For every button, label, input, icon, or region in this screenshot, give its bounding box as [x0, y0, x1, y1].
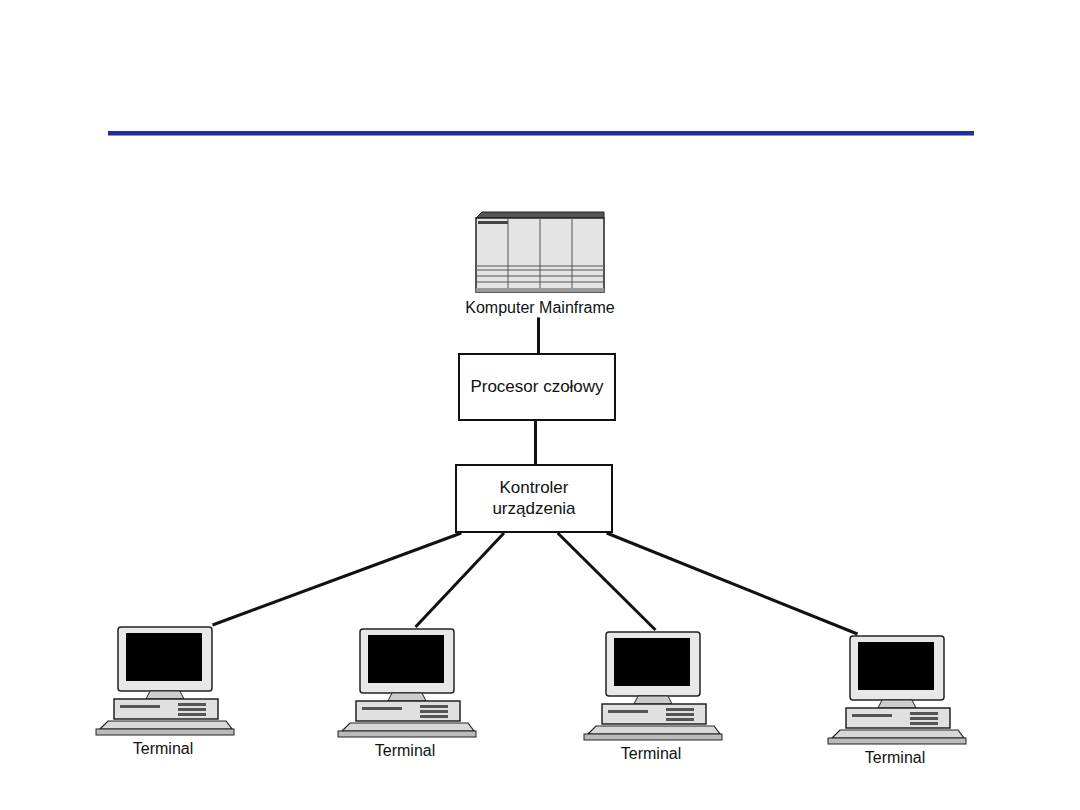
device-label: Terminal — [375, 742, 435, 760]
terminal-node: Terminal — [576, 630, 726, 763]
terminal-icon — [820, 634, 970, 746]
connector-line — [213, 533, 462, 625]
terminal-icon — [88, 625, 238, 737]
device-label: Terminal — [621, 745, 681, 763]
title-rule — [108, 131, 974, 135]
connector-line — [416, 533, 504, 627]
process-box: Procesor czołowy — [458, 353, 616, 421]
terminal-node: Terminal — [88, 625, 238, 758]
terminal-icon — [330, 627, 480, 739]
box-label: Kontroler urządzenia — [467, 478, 601, 519]
terminal-node: Terminal — [820, 634, 970, 767]
process-box: Kontroler urządzenia — [455, 464, 613, 533]
device-label: Terminal — [865, 749, 925, 767]
device-label: Komputer Mainframe — [465, 299, 614, 317]
mainframe-icon — [472, 210, 608, 296]
terminal-icon — [576, 630, 726, 742]
connector-line — [534, 421, 537, 464]
title-rule-shadow — [108, 135, 974, 136]
device-label: Terminal — [133, 740, 193, 758]
mainframe-node: Komputer Mainframe — [420, 210, 660, 317]
box-label: Procesor czołowy — [470, 377, 603, 397]
connector-line — [607, 533, 858, 634]
terminal-node: Terminal — [330, 627, 480, 760]
connector-line — [537, 317, 540, 353]
